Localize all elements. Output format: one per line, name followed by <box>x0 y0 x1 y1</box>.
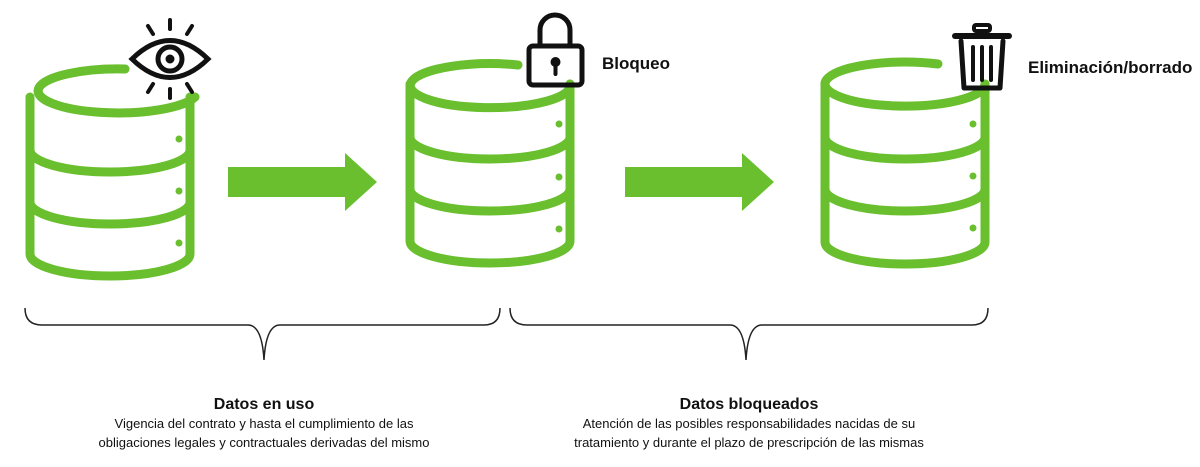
database-deleted <box>820 57 990 269</box>
arrow-2 <box>625 153 774 211</box>
group-title-in-use: Datos en uso <box>213 396 315 413</box>
stage-label-delete: Eliminación/borrado <box>1028 58 1193 77</box>
database-in-use <box>25 64 200 281</box>
arrow-1 <box>228 153 377 211</box>
lock-icon <box>526 12 585 88</box>
group-desc-blocked-line2: tratamiento y durante el plazo de prescr… <box>574 435 924 450</box>
bracket-in-use <box>24 307 501 361</box>
group-desc-blocked-line1: Atención de las posibles responsabilidad… <box>582 416 916 431</box>
trash-icon <box>952 23 1012 91</box>
group-desc-in-use-line1: Vigencia del contrato y hasta el cumplim… <box>114 416 414 431</box>
group-desc-in-use-line2: obligaciones legales y contractuales der… <box>98 435 430 450</box>
group-title-blocked: Datos bloqueados <box>679 396 819 413</box>
database-blocked <box>405 59 575 268</box>
stage-label-lock: Bloqueo <box>602 54 670 73</box>
eye-icon <box>128 18 212 100</box>
bracket-blocked <box>509 307 989 361</box>
